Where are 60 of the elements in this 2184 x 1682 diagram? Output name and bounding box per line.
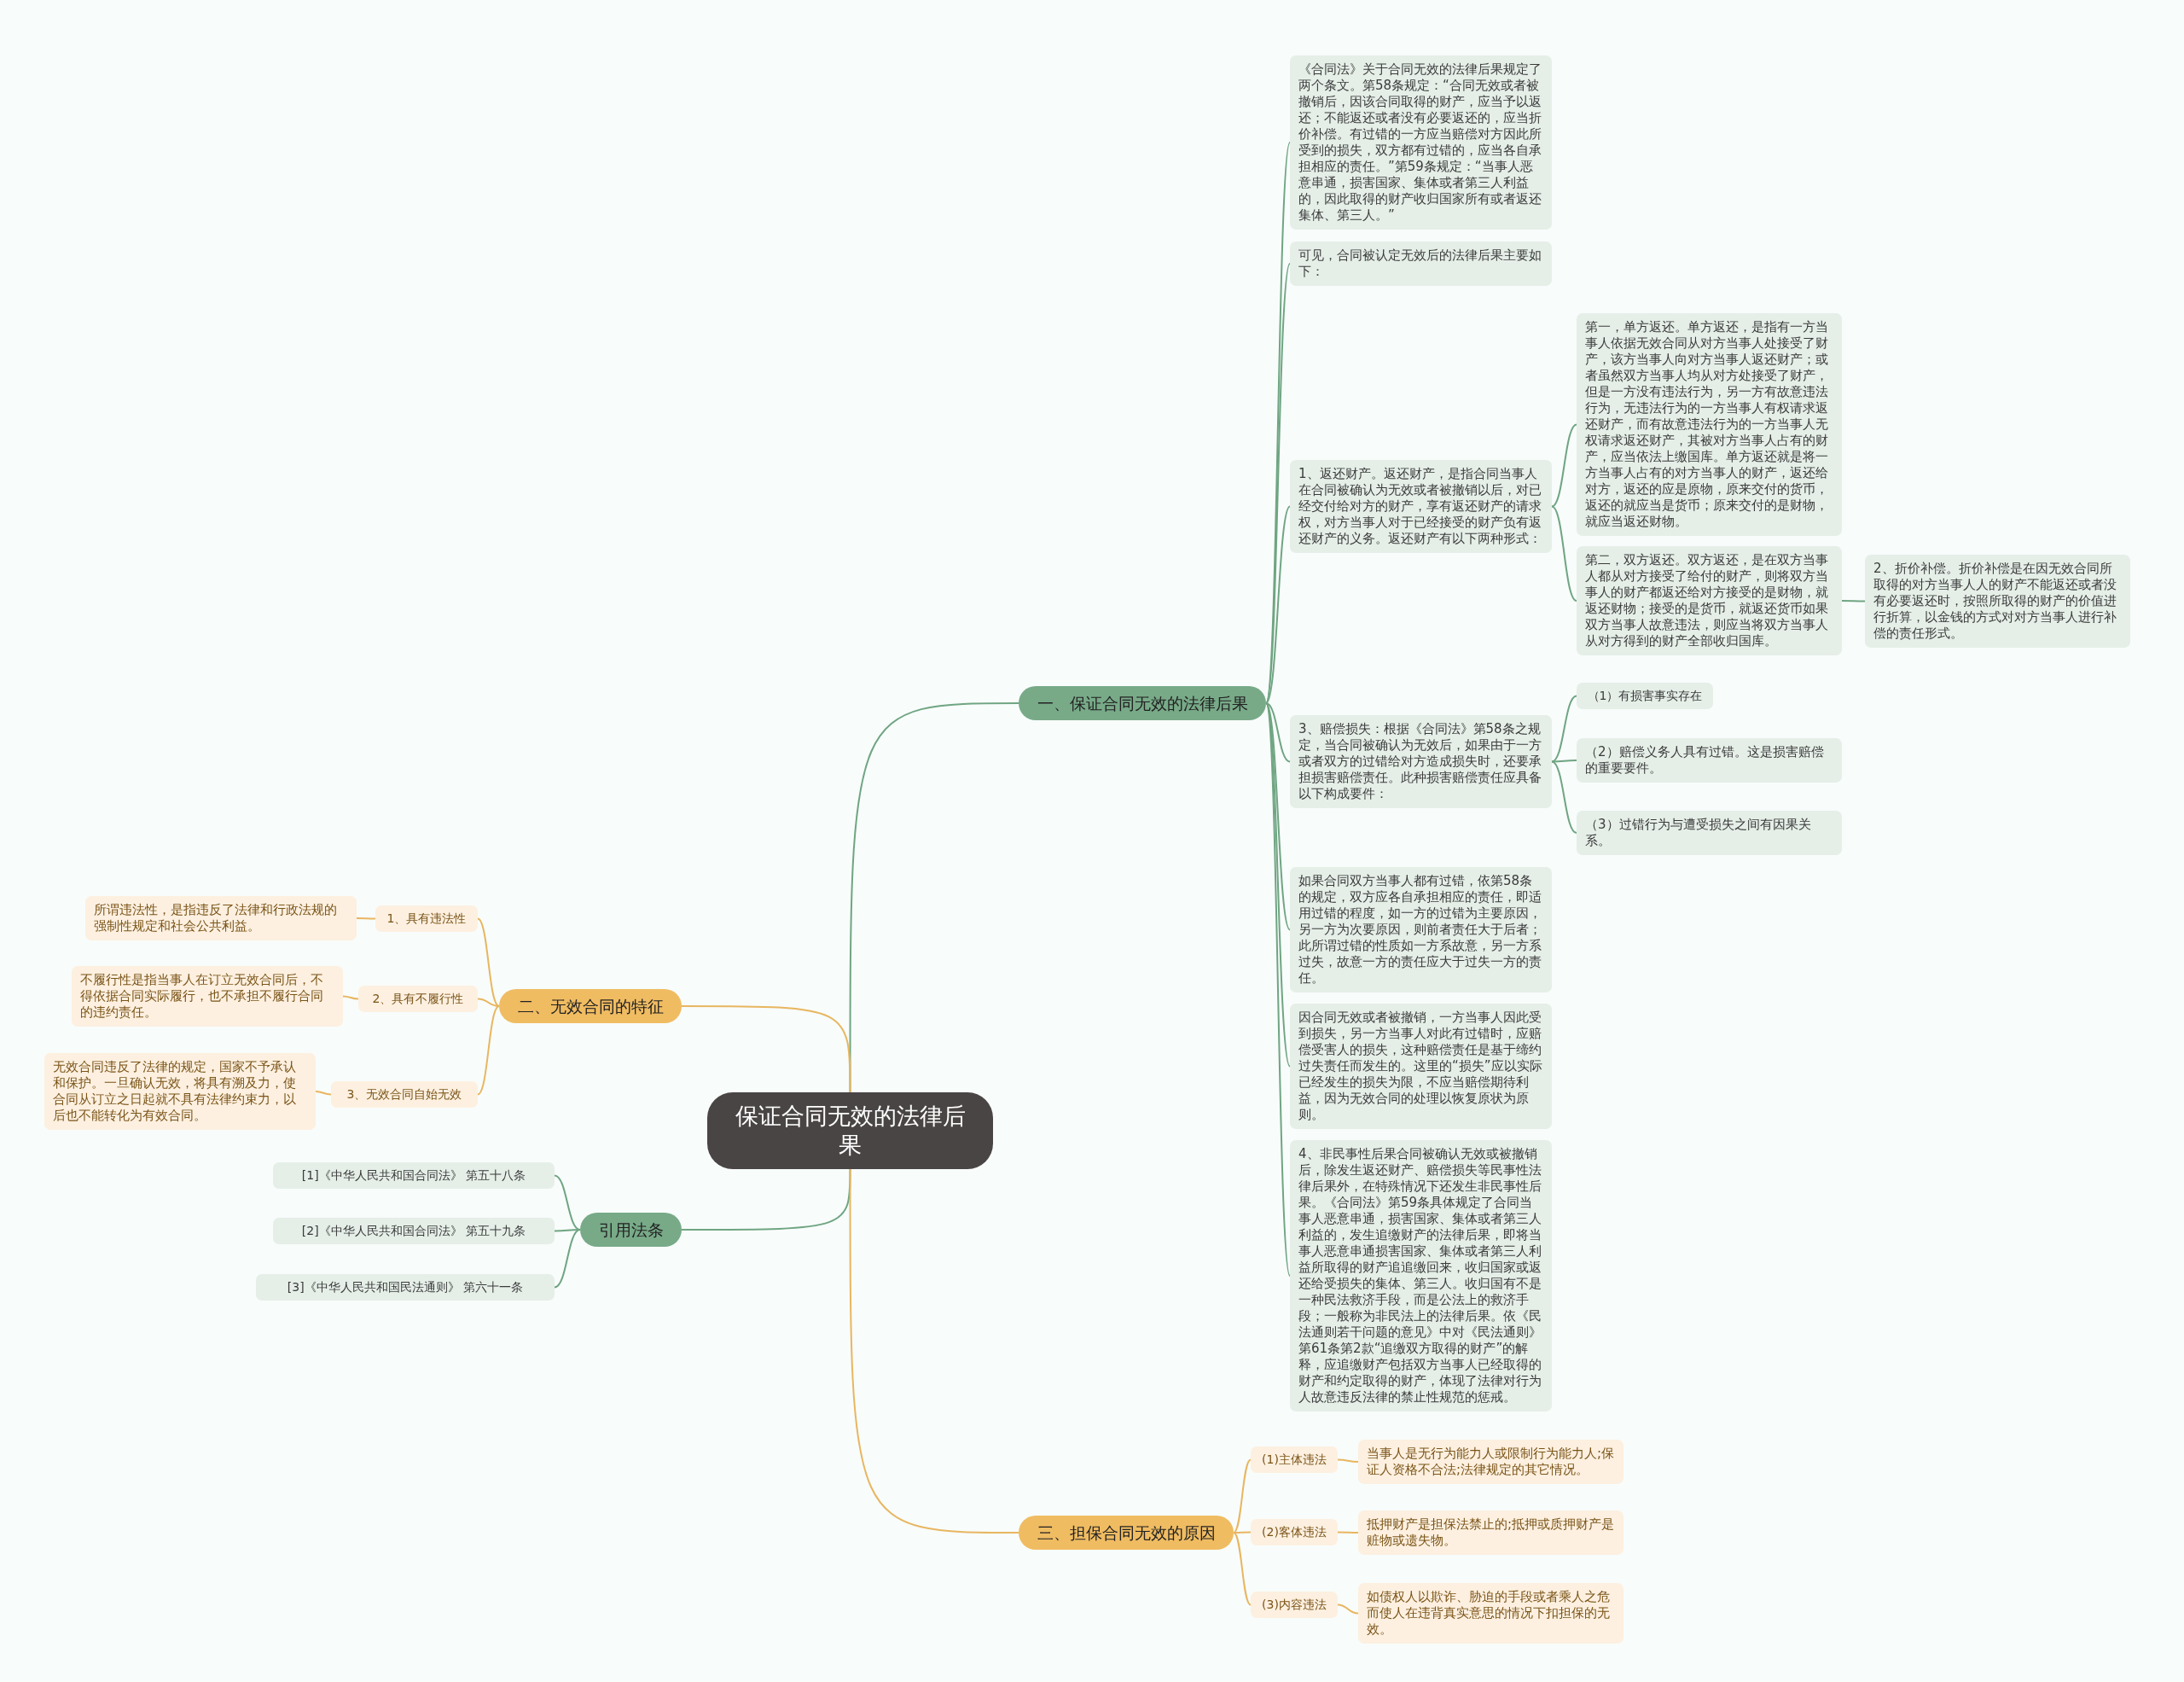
connector-line (1551, 760, 1577, 763)
connector-line (342, 995, 359, 1000)
connector-line (1265, 702, 1291, 763)
note-card: 当事人是无行为能力人或限制行为能力人;保证人资格不合法;法律规定的其它情况。 (1358, 1440, 1623, 1484)
subtopic-label: (2)客体违法 (1251, 1519, 1338, 1545)
connector-line (315, 1091, 332, 1096)
connector-line (1233, 1531, 1252, 1534)
subtopic-label: [1]《中华人民共和国合同法》 第五十八条 (273, 1162, 555, 1189)
note-card: 抵押财产是担保法禁止的;抵押或质押财产是赃物或遗失物。 (1358, 1510, 1623, 1555)
connector-line (1337, 1531, 1359, 1534)
note-card: 所谓违法性，是指违反了法律和行政法规的强制性规定和社会公共利益。 (85, 896, 357, 940)
note-card: 3、赔偿损失：根据《合同法》第58条之规定，当合同被确认为无效后，如果由于一方或者双方的过错给对方造成损失时，还要承担损害赔偿责任。此种损害赔偿责任应具备以下构成要件： (1290, 715, 1552, 808)
connector-line (1551, 695, 1577, 763)
connector-line (356, 917, 376, 920)
main-topic: 一、保证合同无效的法律后果 (1019, 686, 1266, 720)
subtopic-label: (1)主体违法 (1251, 1446, 1338, 1473)
subtopic-label: [2]《中华人民共和国合同法》 第五十九条 (273, 1218, 555, 1244)
connector-line (849, 702, 1019, 1093)
note-card: 因合同无效或者被撤销，一方当事人因此受到损失，另一方当事人对此有过错时，应赔偿受害人的损失，这种赔偿责任是基于缔约过失责任而发生的。这里的“损失”应以实际已经发生的损失为限，不应当赔偿期待利益，因为无效合同的处理以恢复原状为原则。 (1290, 1004, 1552, 1129)
note-card: 无效合同违反了法律的规定，国家不予承认和保护。一旦确认无效，将具有溯及力，使合同从订立之日起就不具有法律约束力，以后也不能转化为有效合同。 (44, 1053, 316, 1130)
connector-line (1551, 423, 1577, 508)
connector-line (477, 998, 500, 1007)
connector-line (1337, 1603, 1359, 1615)
connector-line (1841, 600, 1866, 602)
connector-line (1233, 1532, 1252, 1606)
connector-line (1337, 1458, 1359, 1463)
main-topic: 引用法条 (580, 1213, 682, 1247)
note-card: （3）过错行为与遭受损失之间有因果关系。 (1577, 811, 1842, 855)
subtopic-label: 3、无效合同自始无效 (331, 1081, 478, 1108)
main-topic: 二、无效合同的特征 (499, 989, 682, 1023)
connector-line (1265, 702, 1291, 931)
subtopic-label: 1、具有违法性 (375, 905, 478, 932)
connector-line (681, 1168, 851, 1231)
subtopic-label: (3)内容违法 (1251, 1592, 1338, 1618)
connector-line (477, 917, 500, 1007)
subtopic-label: [3]《中华人民共和国民法通则》 第六十一条 (256, 1274, 555, 1301)
subtopic-label: （1）有损害事实存在 (1577, 683, 1713, 709)
connector-line (1551, 505, 1577, 602)
connector-line (1233, 1458, 1252, 1534)
note-card: 可见，合同被认定无效后的法律后果主要如下： (1290, 242, 1552, 286)
connector-line (681, 1005, 851, 1093)
note-card: 4、非民事性后果合同被确认无效或被撤销后，除发生返还财产、赔偿损失等民事性法律后果外，在特殊情况下还发生非民事性后果。《合同法》第59条具体规定了合同当事人恶意串通，损害国家、集体或者第三人利益的，发生追缴财产的法律后果，即将当事人恶意串通损害国家、集体或者第三人利益所取得的财产追追缴回来，收归国家或返还给受损失的集体、第三人。收归国有不是一种民法救济手段，而是公法上的救济手段；一般称为非民法上的法律后果。依《民法通则若干问题的意见》中对《民法通则》第61条第2款“追缴双方取得的财产”的解释，应追缴财产包括双方当事人已经取得的财产和约定取得的财产，体现了法律对行为人故意违反法律的禁止性规范的惩戒。 (1290, 1140, 1552, 1411)
central-topic: 保证合同无效的法律后果 (707, 1092, 993, 1169)
connector-line (554, 1174, 581, 1231)
note-card: 第二，双方返还。双方返还，是在双方当事人都从对方接受了给付的财产，则将双方当事人的财产都返还给对方接受的是财物，就返还财物；接受的是货币，就返还货币如果双方当事人故意违法，则应当将双方当事人从对方得到的财产全部收归国库。 (1577, 546, 1842, 655)
note-card: 如果合同双方当事人都有过错，依第58条的规定，双方应各自承担相应的责任，即适用过错的程度，如一方的过错为主要原因，另一方为次要原因，则前者责任大于后者；此所谓过错的性质如一方系故意，另一方系过失，故意一方的责任应大于过失一方的责任。 (1290, 867, 1552, 992)
connector-line (849, 1168, 1019, 1534)
subtopic-label: 2、具有不履行性 (358, 986, 478, 1012)
note-card: 2、折价补偿。折价补偿是在因无效合同所取得的对方当事人人的财产不能返还或者没有必要返还时，按照所取得的财产的价值进行折算，以金钱的方式对对方当事人进行补偿的责任形式。 (1865, 555, 2130, 648)
connector-line (1551, 760, 1577, 834)
note-card: （2）赔偿义务人具有过错。这是损害赔偿的重要要件。 (1577, 738, 1842, 783)
connector-line (554, 1229, 581, 1289)
note-card: 第一，单方返还。单方返还，是指有一方当事人依据无效合同从对方当事人处接受了财产，该方当事人向对方当事人返还财产；或者虽然双方当事人均从对方处接受了财产，但是一方没有违法行为，另一方有故意违法行为，无违法行为的一方当事人有权请求返还财产，而有故意违法行为的一方当事人无权请求返还财产，其被对方当事人占有的财产，应当依法上缴国库。单方返还就是将一方当事人占有的对方当事人的财产，返还给对方，返还的应是原物，原来交付的货币，返还的就应当是货币；原来交付的是财物，就应当返还财物。 (1577, 313, 1842, 536)
main-topic: 三、担保合同无效的原因 (1019, 1516, 1234, 1550)
connector-line (1265, 505, 1291, 704)
note-card: 1、返还财产。返还财产，是指合同当事人在合同被确认为无效或者被撤销以后，对已经交付给对方的财产，享有返还财产的请求权，对方当事人对于已经接受的财产负有返还财产的义务。返还财产有以下两种形式： (1290, 460, 1552, 553)
note-card: 不履行性是指当事人在订立无效合同后，不得依据合同实际履行，也不承担不履行合同的违约责任。 (72, 966, 343, 1027)
connector-line (477, 1005, 500, 1096)
note-card: 如债权人以欺诈、胁迫的手段或者乘人之危而使人在违背真实意思的情况下扣担保的无效。 (1358, 1583, 1623, 1644)
note-card: 《合同法》关于合同无效的法律后果规定了两个条文。第58条规定：“合同无效或者被撤销后，因该合同取得的财产，应当予以返还；不能返还或者没有必要返还的，应当折价补偿。有过错的一方应当赔偿对方因此所受到的损失，双方都有过错的，应当各自承担相应的责任。”第59条规定：“当事人恶意串通，损害国家、集体或者第三人利益的，因此取得的财产收归国家所有或者返还集体、第三人。” (1290, 55, 1552, 230)
